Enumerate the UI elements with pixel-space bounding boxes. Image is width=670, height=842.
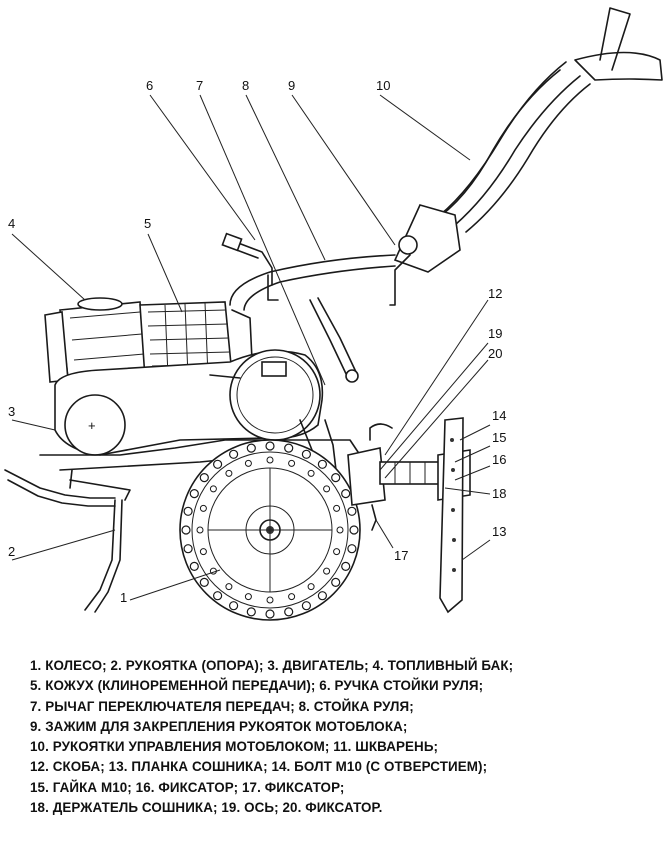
motoblock-diagram: + xyxy=(4,7,663,621)
wheel-inner-hole xyxy=(225,583,233,591)
support-handle xyxy=(4,469,123,613)
wheel-tread-hole xyxy=(301,601,311,611)
steering-column xyxy=(229,254,396,311)
belt-guard: + xyxy=(54,349,324,456)
callout-14: 14 xyxy=(492,408,506,423)
legend-line: 18. ДЕРЖАТЕЛЬ СОШНИКА; 19. ОСЬ; 20. ФИКС… xyxy=(30,800,383,816)
wheel-tread-hole xyxy=(331,473,341,483)
engine-and-tank xyxy=(44,297,253,383)
wheel-tread-hole xyxy=(349,525,359,535)
furrower-assembly xyxy=(347,417,471,614)
callout-4: 4 xyxy=(8,216,15,231)
callout-6: 6 xyxy=(146,78,153,93)
legend-line: 9. ЗАЖИМ ДЛЯ ЗАКРЕПЛЕНИЯ РУКОЯТОК МОТОБЛ… xyxy=(30,718,408,734)
wheel-tread-hole xyxy=(284,443,294,453)
wheel-inner-hole xyxy=(323,567,331,575)
wheel xyxy=(179,439,361,621)
legend-line: 1. КОЛЕСО; 2. РУКОЯТКА (ОПОРА); 3. ДВИГА… xyxy=(30,658,514,673)
callout-10: 10 xyxy=(376,78,390,93)
wheel-tread-hole xyxy=(213,459,223,469)
legend-line: 10. РУКОЯТКИ УПРАВЛЕНИЯ МОТОБЛОКОМ; 11. … xyxy=(30,739,439,755)
callout-3: 3 xyxy=(8,404,15,419)
wheel-tread-hole xyxy=(199,577,209,588)
wheel-inner-hole xyxy=(307,469,315,477)
callout-12: 12 xyxy=(488,286,502,301)
wheel-inner-hole xyxy=(225,469,233,477)
wheel-inner-hole xyxy=(266,456,274,464)
wheel-inner-hole xyxy=(244,459,252,467)
wheel-inner-hole xyxy=(199,548,207,556)
callout-17: 17 xyxy=(394,548,408,563)
callout-7: 7 xyxy=(196,78,203,93)
wheel-tread-hole xyxy=(183,544,193,554)
wheel-inner-hole xyxy=(323,485,331,493)
callouts: 6 7 8 9 10 4 5 3 2 1 12 19 20 14 15 16 1… xyxy=(8,78,506,605)
wheel-tread-hole xyxy=(181,525,191,535)
wheel-inner-hole xyxy=(333,504,341,512)
wheel-tread-hole xyxy=(189,561,199,572)
wheel-tread-hole xyxy=(213,591,223,601)
parts-legend: 1. КОЛЕСО; 2. РУКОЯТКА (ОПОРА); 3. ДВИГА… xyxy=(30,656,660,818)
steering-handle xyxy=(221,232,273,286)
wheel-inner-hole xyxy=(288,593,296,601)
wheel-inner-hole xyxy=(336,526,344,534)
wheel-tread-hole xyxy=(265,609,275,619)
callout-16: 16 xyxy=(492,452,506,467)
wheel-tread-hole xyxy=(265,441,275,451)
wheel-tread-hole xyxy=(246,443,256,453)
callout-13: 13 xyxy=(492,524,506,539)
legend-line: 15. ГАЙКА М10; 16. ФИКСАТОР; 17. ФИКСАТО… xyxy=(30,779,345,795)
wheel-tread-hole xyxy=(229,449,239,459)
wheel-inner-hole xyxy=(288,459,296,467)
wheel-tread-hole xyxy=(301,449,311,459)
wheel-inner-hole xyxy=(266,596,274,604)
legend-line: 12. СКОБА; 13. ПЛАНКА СОШНИКА; 14. БОЛТ … xyxy=(30,759,488,775)
wheel-tread-hole xyxy=(229,601,239,611)
wheel-tread-hole xyxy=(347,544,357,554)
wheel-inner-hole xyxy=(209,485,217,493)
wheel-inner-hole xyxy=(199,504,207,512)
callout-5: 5 xyxy=(144,216,151,231)
callout-18: 18 xyxy=(492,486,506,501)
handlebar-assembly xyxy=(389,7,663,306)
callout-20: 20 xyxy=(488,346,502,361)
wheel-tread-hole xyxy=(341,561,351,572)
leader-lines xyxy=(11,94,491,601)
svg-text:+: + xyxy=(88,418,96,433)
legend-line: 7. РЫЧАГ ПЕРЕКЛЮЧАТЕЛЯ ПЕРЕДАЧ; 8. СТОЙК… xyxy=(30,698,414,714)
callout-8: 8 xyxy=(242,78,249,93)
wheel-inner-hole xyxy=(307,583,315,591)
wheel-inner-hole xyxy=(333,548,341,556)
callout-2: 2 xyxy=(8,544,15,559)
wheel-tread-hole xyxy=(341,489,351,499)
wheel-tread-hole xyxy=(284,607,294,617)
wheel-tread-hole xyxy=(331,577,341,588)
callout-1: 1 xyxy=(120,590,127,605)
wheel-tread-hole xyxy=(347,506,357,516)
wheel-tread-hole xyxy=(189,489,199,499)
wheel-inner-hole xyxy=(196,526,204,534)
legend-line: 5. КОЖУХ (КЛИНОРЕМЕННОЙ ПЕРЕДАЧИ); 6. РУ… xyxy=(30,678,484,694)
callout-15: 15 xyxy=(492,430,506,445)
wheel-tread-hole xyxy=(246,607,256,617)
callout-19: 19 xyxy=(488,326,502,341)
wheel-tread-hole xyxy=(199,473,209,483)
wheel-tread-hole xyxy=(183,506,193,516)
wheel-tread-hole xyxy=(317,459,327,469)
gear-lever xyxy=(309,297,359,383)
callout-9: 9 xyxy=(288,78,295,93)
wheel-tread-hole xyxy=(317,591,327,601)
wheel-inner-hole xyxy=(244,593,252,601)
